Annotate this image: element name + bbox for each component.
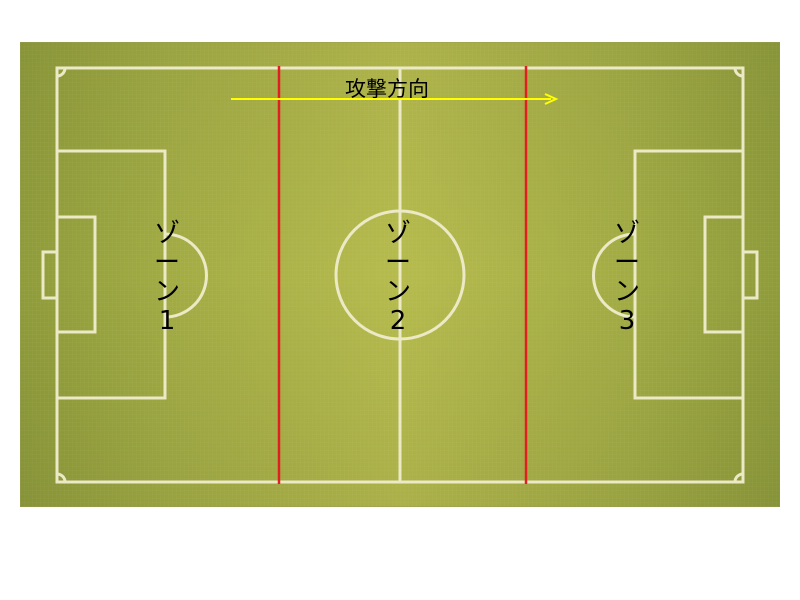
left-penalty-arc [164,232,208,319]
attack-arrow-head [544,93,559,105]
corner-arc-top-right [733,67,744,78]
attack-direction-label: 攻撃方向 [345,77,429,101]
zone-3-char: ゾ [613,219,640,249]
center-circle [334,209,466,341]
pitch-lines [41,66,759,484]
corner-arc-top-left [56,67,67,78]
zone-1-char: 1 [158,306,176,336]
zone-3-label: ゾ ー ン 3 [612,220,642,336]
zone-3-char: ー [613,248,640,278]
zone-2-char: ン [384,277,411,307]
zone-2-label: ゾ ー ン 2 [383,220,413,336]
soccer-pitch-diagram: 攻撃方向 ゾ ー ン 1 ゾ ー ン 2 ゾ ー ン 3 [20,42,780,507]
zone-3-char: 3 [618,306,636,336]
pitch-svg [20,42,780,507]
corner-arc-bottom-left [56,472,67,483]
right-goal [741,250,759,300]
zone-2-char: ー [384,248,411,278]
left-goal [41,250,59,300]
zone-1-char: ゾ [153,219,180,249]
zone-1-char: ー [153,248,180,278]
corner-arc-bottom-right [733,472,744,483]
zone-2-char: ゾ [384,219,411,249]
zone-3-char: ン [613,277,640,307]
zone-2-char: 2 [389,306,407,336]
zone-1-label: ゾ ー ン 1 [152,220,182,336]
zone-1-char: ン [153,277,180,307]
right-penalty-arc [592,232,636,319]
